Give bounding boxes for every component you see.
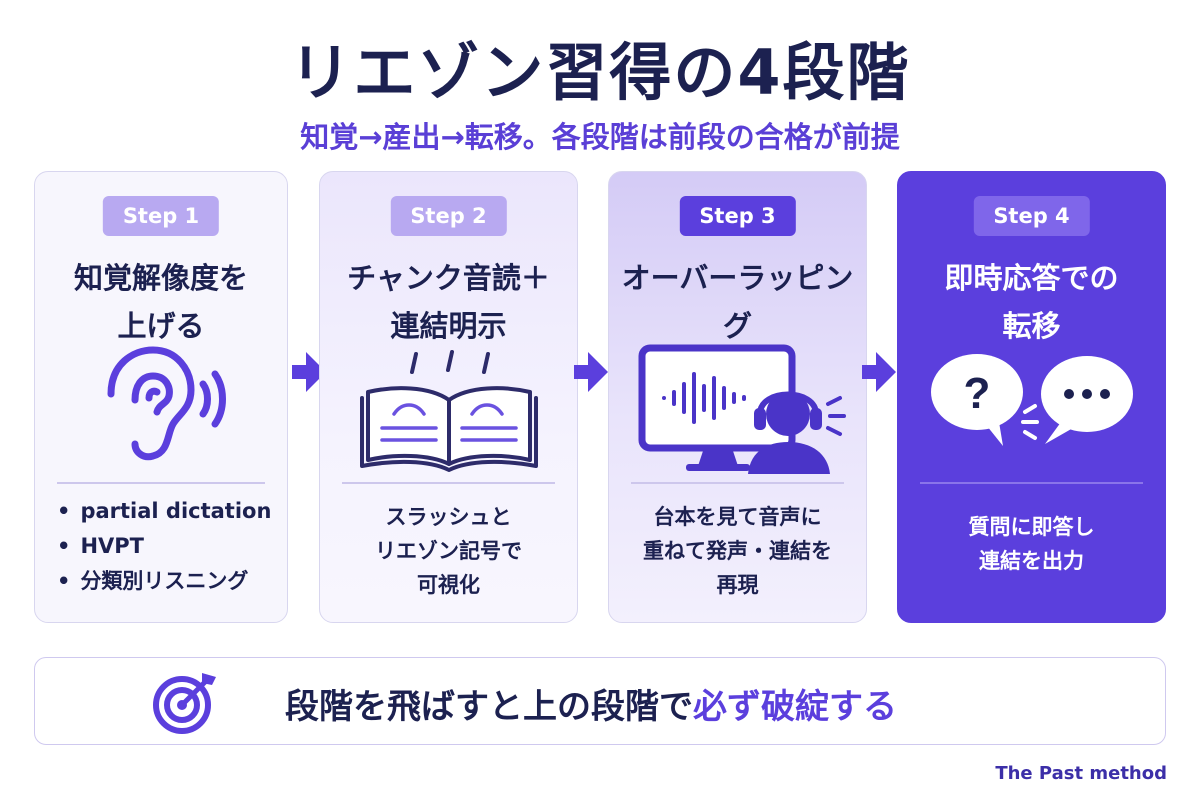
warning-text: 段階を飛ばすと上の段階で必ず破綻する (285, 687, 897, 727)
step-card-1: Step 1 知覚解像度を 上げる partial dictation HVPT… (34, 171, 288, 623)
open-book-icon (359, 350, 538, 472)
monitor-headphones-icon (638, 344, 846, 474)
step-badge: Step 1 (102, 196, 220, 236)
step-description: スラッシュと リエゾン記号で 可視化 (375, 505, 522, 597)
step-title: オーバーラッピング (621, 261, 854, 343)
step-card-4: Step 4 即時応答での 転移 ? 質問に即答し 連結を出力 (897, 171, 1166, 623)
step-badge: Step 4 (973, 196, 1090, 236)
target-icon (153, 673, 216, 734)
arrow-right-icon (292, 352, 326, 392)
arrow-right-icon (862, 352, 896, 392)
page-subtitle: 知覚→産出→転移。各段階は前段の合格が前提 (300, 120, 900, 154)
list-item: partial dictation (57, 494, 281, 529)
list-item: HVPT (57, 529, 281, 564)
step-title: 知覚解像度を 上げる (73, 261, 248, 343)
step-card-2: Step 2 チャンク音読＋ 連結明示 スラッシュと リエゾン記号で 可視化 (319, 171, 578, 623)
warning-callout: 段階を飛ばすと上の段階で必ず破綻する (34, 657, 1166, 745)
page-title: リエゾン習得の4段階 (289, 36, 911, 109)
svg-text:?: ? (963, 369, 990, 418)
step-description: 台本を見て音声に 重ねて発声・連結を 再現 (643, 505, 832, 597)
step-card-3: Step 3 オーバーラッピング 台本を見て音声に 重ねて発声・連結を 再現 (608, 171, 867, 623)
list-item: 分類別リスニング (57, 564, 281, 599)
step-title: 即時応答での 転移 (944, 261, 1119, 343)
ear-sound-icon (107, 346, 226, 461)
step-bullets: partial dictation HVPT 分類別リスニング (57, 494, 281, 599)
speech-bubbles-icon: ? (930, 354, 1133, 446)
step-badge: Step 2 (390, 196, 507, 236)
brand-label: The Past method (995, 763, 1167, 784)
step-description: 質問に即答し 連結を出力 (968, 515, 1095, 573)
step-title: チャンク音読＋ 連結明示 (347, 261, 550, 343)
arrow-right-icon (574, 352, 608, 392)
step-badge: Step 3 (679, 196, 796, 236)
